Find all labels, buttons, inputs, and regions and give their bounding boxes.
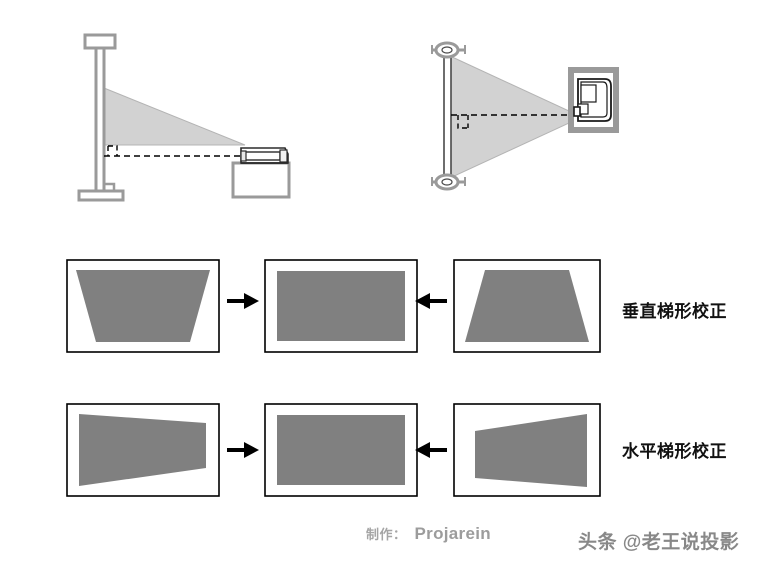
projection-beam-side xyxy=(103,87,246,146)
shape-rectangle-horizontal xyxy=(277,415,405,485)
tripod-hub-lower-top xyxy=(431,173,466,191)
shape-trapezoid-tall-right xyxy=(475,414,587,487)
label-vertical-keystone: 垂直梯形校正 xyxy=(622,302,727,321)
projector-side xyxy=(240,147,289,164)
panel-vertical-corrected xyxy=(264,259,418,353)
panel-horizontal-distorted-after xyxy=(453,403,601,497)
watermark-text: 头条 @老王说投影 xyxy=(578,532,740,553)
panel-horizontal-corrected xyxy=(264,403,418,497)
arrow-left-vertical xyxy=(415,293,447,309)
credit-author-name: Projarein xyxy=(414,524,491,543)
image-footprint-top xyxy=(457,115,468,129)
projection-beam-top xyxy=(449,55,584,179)
arrow-right-horizontal xyxy=(227,442,259,458)
shape-trapezoid-wide-bottom xyxy=(465,270,589,342)
screen-foot-bracket-side xyxy=(104,182,116,192)
screen-top-case-side xyxy=(83,33,117,50)
footer-credit: 制作： Projarein xyxy=(366,524,491,544)
credit-label: 制作： xyxy=(366,527,407,542)
tripod-hub-upper-top xyxy=(431,41,466,59)
row-vertical-keystone xyxy=(66,259,601,353)
side-view-diagram xyxy=(77,33,291,202)
projector-top xyxy=(573,78,612,122)
top-view-diagram xyxy=(431,41,619,191)
shape-rectangle-vertical xyxy=(277,271,405,341)
panel-vertical-distorted-before xyxy=(66,259,220,353)
panel-vertical-distorted-after xyxy=(453,259,601,353)
arrow-left-horizontal xyxy=(415,442,447,458)
image-footprint-side xyxy=(108,145,118,156)
row-horizontal-keystone xyxy=(66,403,601,497)
shape-trapezoid-tall-left xyxy=(79,414,206,486)
arrow-right-vertical xyxy=(227,293,259,309)
label-horizontal-keystone: 水平梯形校正 xyxy=(622,442,727,461)
screen-bar-top xyxy=(443,47,452,184)
screen-base-side xyxy=(77,189,125,202)
table-side xyxy=(231,161,291,199)
panel-horizontal-distorted-before xyxy=(66,403,220,497)
shape-trapezoid-wide-top xyxy=(76,270,210,342)
screen-post-side xyxy=(94,43,106,195)
